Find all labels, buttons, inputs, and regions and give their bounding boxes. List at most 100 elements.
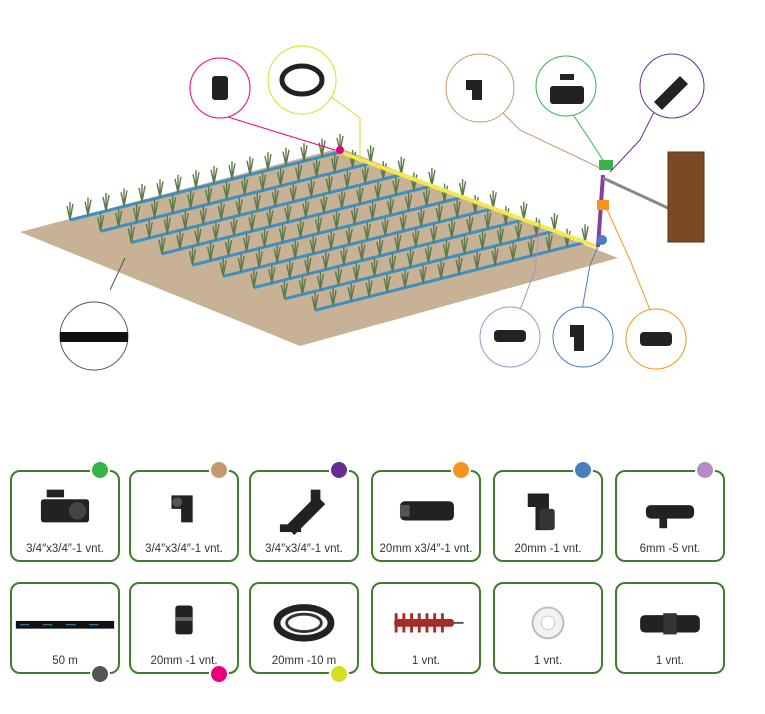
punch-tool-icon xyxy=(394,613,464,633)
plant xyxy=(455,255,463,275)
part-card: 3/4″x3/4″-1 vnt. xyxy=(249,460,359,562)
plant xyxy=(186,190,195,209)
plant xyxy=(370,258,379,277)
plant xyxy=(343,170,351,189)
plant xyxy=(246,156,254,175)
plant xyxy=(401,269,409,288)
part-card: 20mm x3/4″-1 vnt. xyxy=(371,460,481,562)
part-caption: 20mm -10 m xyxy=(271,655,337,667)
drip-line xyxy=(130,173,402,245)
teflon-tape-icon xyxy=(531,606,565,640)
part-caption: 1 vnt. xyxy=(411,655,441,667)
plant xyxy=(363,222,371,241)
plant xyxy=(217,201,225,221)
wall xyxy=(667,151,705,243)
drip-line xyxy=(314,240,586,312)
part-caption: 50 m xyxy=(52,655,78,667)
color-key-dot xyxy=(90,664,110,684)
part-caption: 20mm -1 vnt. xyxy=(150,655,218,667)
plant xyxy=(473,251,481,270)
part-caption: 3/4″x3/4″-1 vnt. xyxy=(265,543,343,555)
plant xyxy=(338,190,346,209)
filter-icon xyxy=(279,489,326,535)
plant xyxy=(255,249,263,268)
plant xyxy=(550,212,559,232)
plant xyxy=(250,269,258,288)
plant xyxy=(163,215,171,234)
drip-line xyxy=(284,229,555,301)
plant xyxy=(406,249,415,268)
elbow-icon xyxy=(171,495,193,523)
plant xyxy=(358,242,366,261)
plant xyxy=(399,213,407,232)
plant xyxy=(419,265,427,284)
plant xyxy=(361,165,369,184)
plant xyxy=(442,240,451,259)
plant xyxy=(219,258,227,277)
plug-marker xyxy=(336,146,344,154)
color-key-dot xyxy=(209,460,229,480)
plant xyxy=(422,188,431,207)
drip-line xyxy=(222,206,494,278)
plant xyxy=(330,154,339,173)
part-card: 3/4″x3/4″-1 vnt. xyxy=(129,460,239,562)
color-key-dot xyxy=(329,664,349,684)
plant xyxy=(392,176,400,196)
part-card: 20mm -1 vnt. xyxy=(493,460,603,562)
start-connector-icon xyxy=(645,505,695,529)
plant xyxy=(514,222,523,241)
plant xyxy=(491,246,499,266)
plant xyxy=(404,192,413,211)
plant xyxy=(466,215,474,234)
plant xyxy=(278,224,287,243)
plant xyxy=(258,172,267,191)
plant xyxy=(309,235,317,254)
plant xyxy=(286,260,294,279)
plant xyxy=(271,188,279,207)
plant xyxy=(460,235,469,254)
plant xyxy=(300,143,308,162)
plant xyxy=(156,179,164,198)
irrigation-layout-diagram xyxy=(20,45,705,371)
plant xyxy=(235,197,243,216)
plant xyxy=(268,265,276,284)
plant xyxy=(224,238,233,257)
plant xyxy=(127,224,135,243)
plant xyxy=(66,202,74,221)
plant xyxy=(266,208,274,227)
plant xyxy=(312,158,321,178)
color-key-dot xyxy=(209,664,229,684)
plant xyxy=(316,271,325,291)
plant xyxy=(435,204,443,223)
plant xyxy=(366,145,375,164)
plant xyxy=(376,237,384,257)
plant xyxy=(412,228,420,248)
plant xyxy=(260,228,269,248)
plant xyxy=(437,260,445,279)
plant xyxy=(150,199,159,218)
plant xyxy=(304,256,312,275)
plant xyxy=(397,156,405,175)
part-caption: 1 vnt. xyxy=(655,655,685,667)
plant xyxy=(428,167,436,186)
plant xyxy=(212,222,220,241)
plant xyxy=(199,206,207,225)
drip-tape-icon xyxy=(15,620,115,629)
plant xyxy=(102,192,110,212)
ball-valve-icon xyxy=(40,489,90,523)
coupling-icon xyxy=(640,613,700,635)
plant-rows xyxy=(66,134,589,312)
plant xyxy=(329,287,337,306)
drip-line xyxy=(192,195,463,267)
plant xyxy=(114,208,123,227)
plant xyxy=(181,210,189,230)
plant xyxy=(365,278,373,297)
callout-bubbles xyxy=(59,45,705,371)
plant xyxy=(581,224,589,243)
plant xyxy=(448,219,456,238)
part-caption: 3/4″x3/4″-1 vnt. xyxy=(145,543,223,555)
part-card: 20mm -1 vnt. xyxy=(129,582,239,684)
color-key-dot xyxy=(573,460,593,480)
part-caption: 1 vnt. xyxy=(533,655,563,667)
plant xyxy=(158,235,166,254)
